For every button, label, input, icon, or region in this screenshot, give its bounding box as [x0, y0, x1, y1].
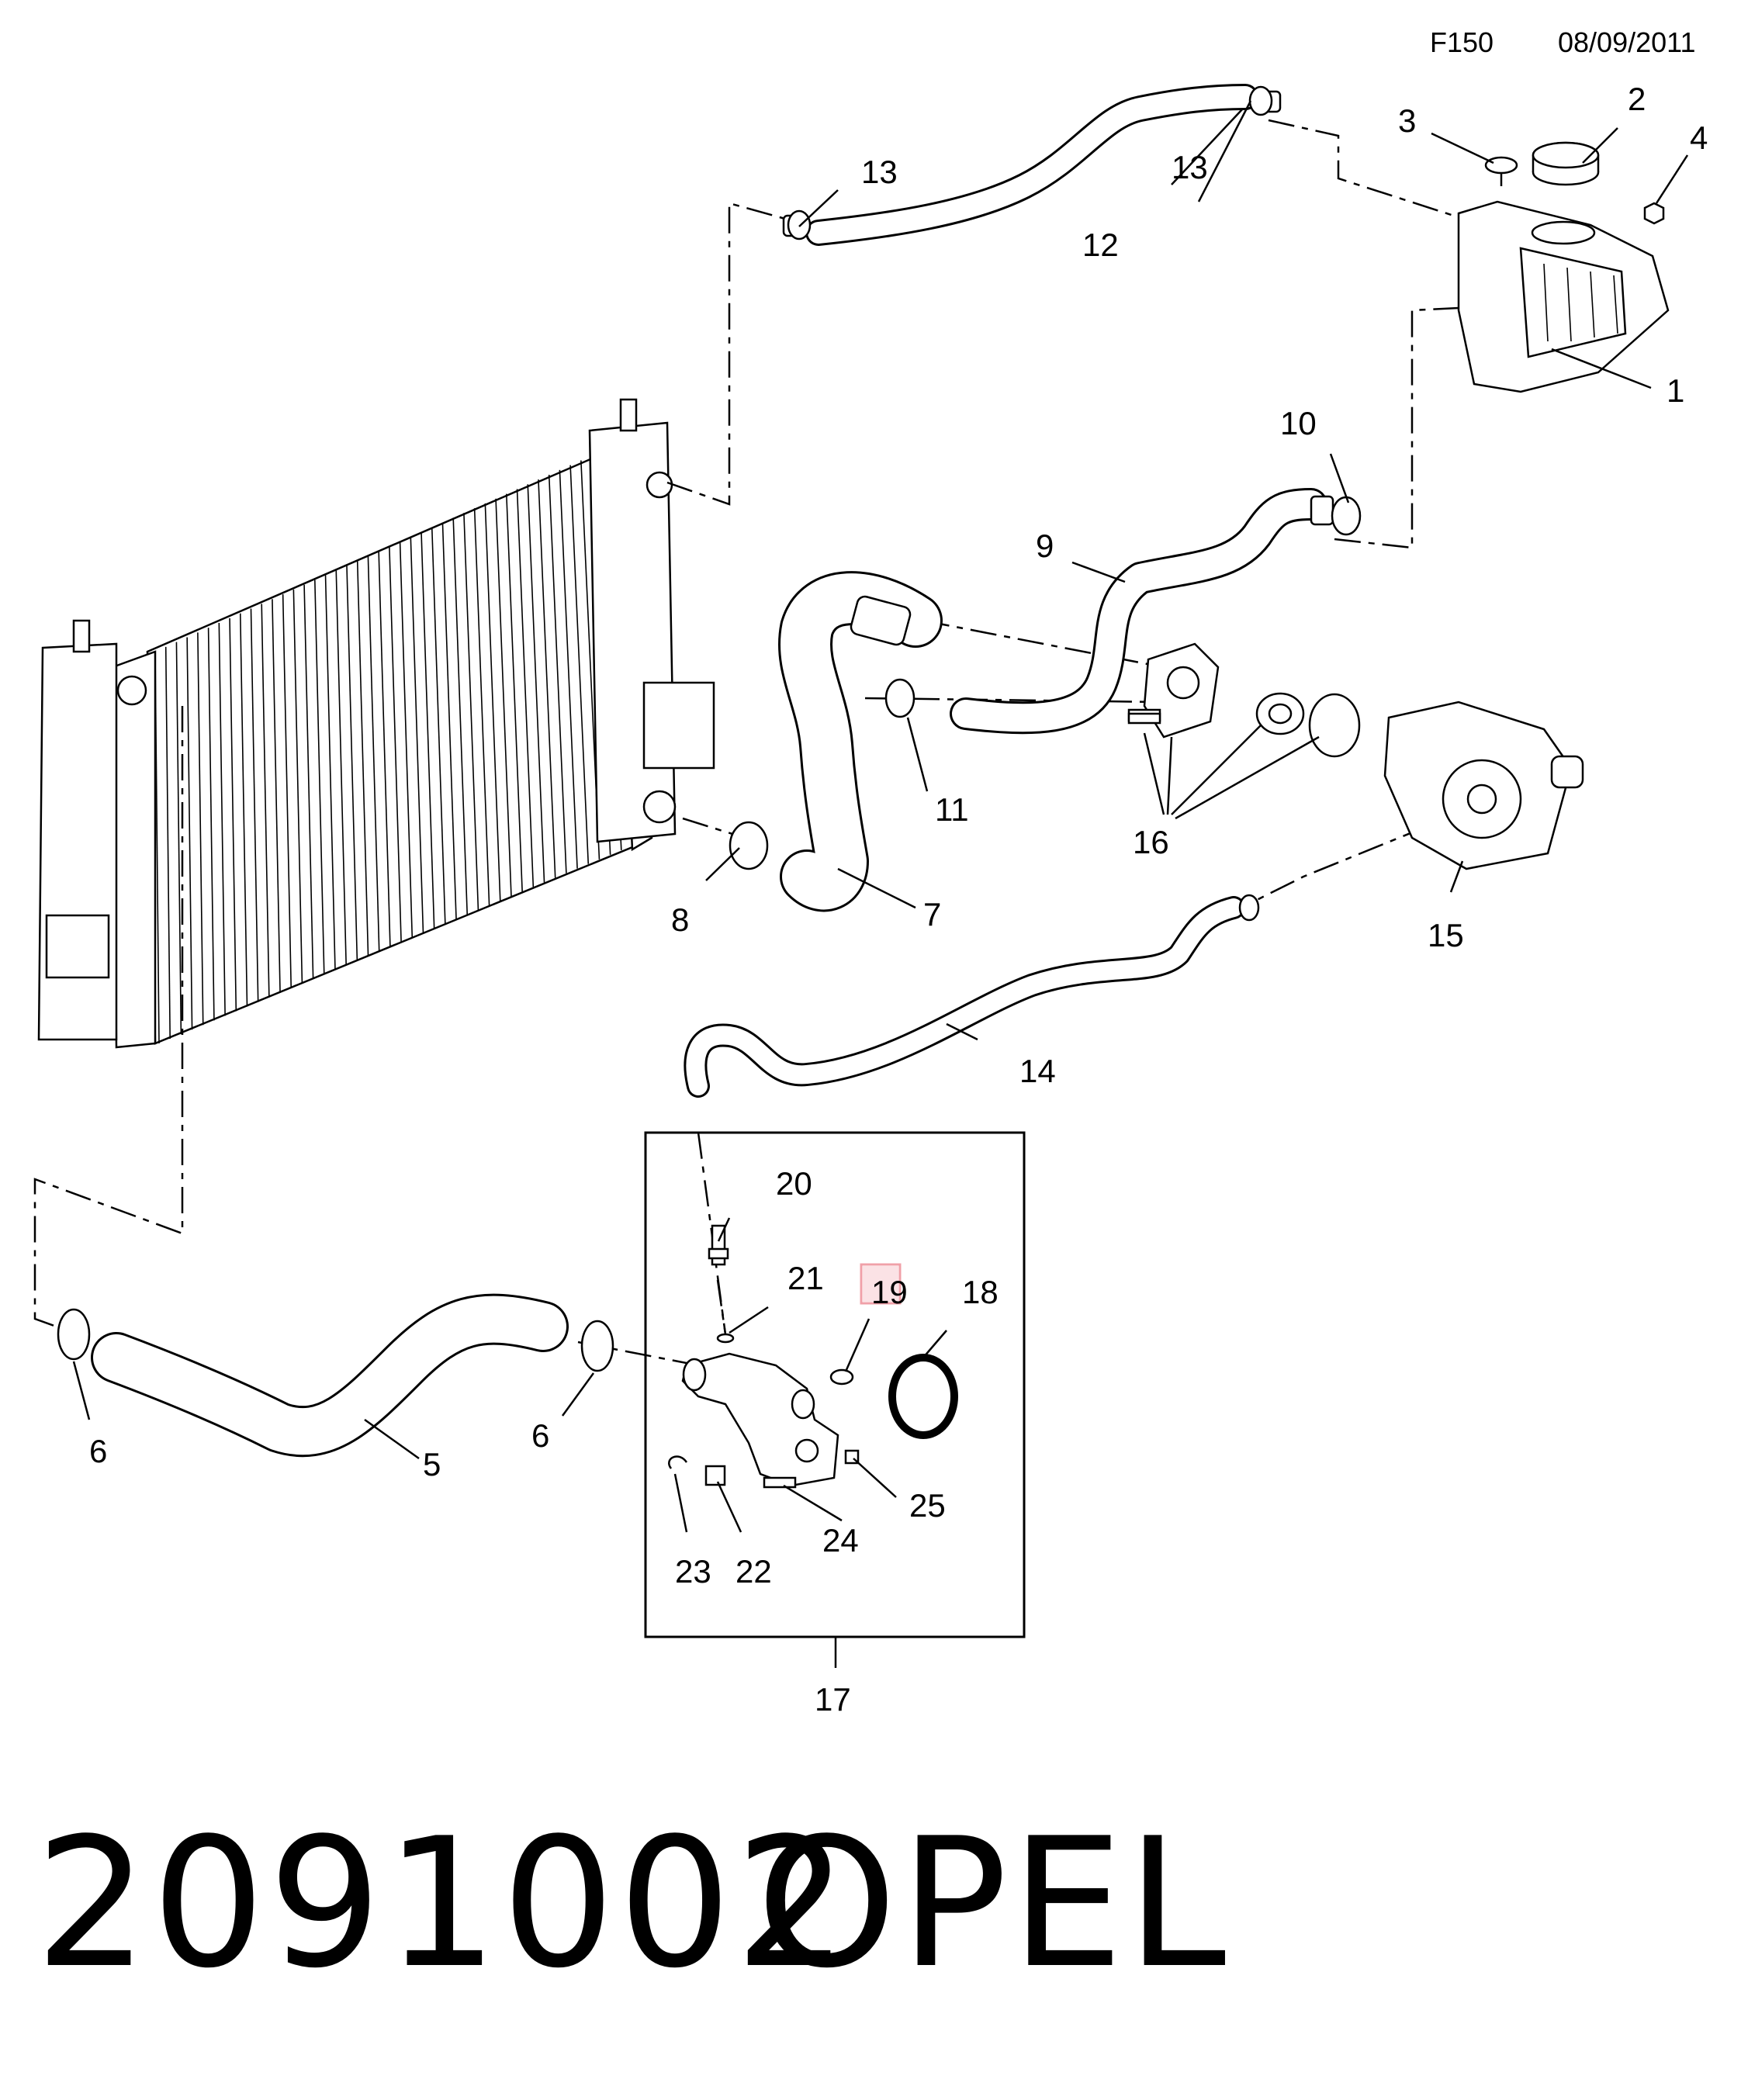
o-ring-21 [716, 1333, 735, 1344]
radiator-fin [441, 522, 457, 919]
callout-7: 7 [923, 896, 941, 932]
leaders [72, 100, 1689, 1533]
radiator-fin [527, 484, 545, 883]
water-pump [1383, 701, 1584, 870]
small-parts [668, 1449, 860, 1489]
radiator-fin [548, 474, 567, 874]
radiator-fin [303, 584, 314, 979]
radiator-fin [175, 642, 182, 1035]
hose-14 [684, 896, 1245, 1098]
radiator-fin [197, 632, 204, 1026]
callout-16: 16 [1133, 824, 1169, 860]
radiator-fin [282, 594, 292, 988]
callout-24: 24 [822, 1522, 859, 1559]
callout-6b: 6 [531, 1417, 549, 1454]
radiator-fin [516, 489, 535, 887]
part-number: 2091002 [35, 1801, 852, 2008]
callout-3: 3 [1398, 102, 1416, 139]
radiator-fin [538, 479, 556, 878]
tank-nut [1643, 202, 1665, 225]
callout-12: 12 [1082, 227, 1119, 263]
radiator-fin [324, 575, 336, 970]
gasket-18 [888, 1354, 958, 1439]
radiator-fin [431, 527, 446, 924]
kit-box [644, 1131, 1026, 1668]
radiator-fin [389, 546, 402, 943]
radiator-fin [356, 560, 369, 957]
sheet-code: F150 [1430, 26, 1494, 58]
callout-9: 9 [1036, 528, 1054, 564]
radiator-fin [314, 579, 325, 975]
callout-13a: 13 [861, 154, 898, 190]
radiator-fin [250, 608, 259, 1002]
brand-name: OPEL [756, 1801, 1230, 2008]
outlet-housing [681, 1352, 839, 1487]
radiator-fin [378, 551, 391, 947]
callout-5: 5 [423, 1446, 441, 1482]
callout-8: 8 [671, 901, 689, 938]
radiator-fin [346, 566, 358, 961]
callout-18: 18 [962, 1274, 999, 1310]
tank-cap [1532, 141, 1600, 186]
sheet-date: 08/09/2011 [1558, 26, 1696, 58]
callout-19: 19 [871, 1274, 908, 1310]
callout-13b: 13 [1172, 149, 1208, 185]
callout-4: 4 [1690, 119, 1708, 156]
hose-5 [91, 1293, 569, 1458]
radiator-fin [207, 628, 215, 1021]
radiator-fin [484, 503, 501, 901]
radiator-fin [505, 493, 523, 892]
bolts-16 [1127, 712, 1161, 725]
radiator-fin [261, 604, 270, 998]
hose-7 [778, 571, 943, 912]
callout-20: 20 [776, 1165, 812, 1202]
callout-23: 23 [675, 1553, 711, 1590]
callout-15: 15 [1428, 917, 1464, 953]
callout-22: 22 [736, 1553, 772, 1590]
radiator-fin [229, 618, 237, 1012]
radiator [37, 398, 715, 1049]
radiator-fin [473, 508, 490, 906]
radiator-fin [569, 465, 590, 864]
callout-labels: 1 2 3 4 5 6 6 7 8 9 10 11 12 13 13 14 15… [89, 81, 1708, 1718]
radiator-fin [218, 623, 226, 1016]
temp-sensor [708, 1224, 729, 1266]
radiator-fin [410, 537, 424, 933]
expansion-tank [1457, 200, 1670, 393]
thermostat [1255, 692, 1361, 758]
radiator-fin [399, 541, 414, 938]
radiator-fin [367, 555, 380, 952]
callout-6a: 6 [89, 1433, 107, 1469]
radiator-fin [495, 498, 512, 897]
callout-17: 17 [815, 1681, 851, 1718]
o-ring-19 [829, 1368, 854, 1386]
radiator-fin [463, 513, 479, 911]
callout-21: 21 [787, 1260, 824, 1296]
callout-11: 11 [935, 791, 969, 828]
callout-10: 10 [1280, 405, 1317, 441]
clamps [57, 85, 1362, 1372]
tank-bleed-screw [1484, 156, 1518, 186]
radiator-fin [164, 646, 171, 1040]
highlight-box [860, 1263, 902, 1305]
callout-25: 25 [909, 1487, 946, 1524]
callout-14: 14 [1019, 1053, 1056, 1089]
radiator-fin [186, 637, 193, 1030]
radiator-fin [421, 531, 435, 929]
radiator-fin [292, 589, 303, 984]
callout-1: 1 [1667, 372, 1684, 409]
radiator-fin [272, 599, 281, 993]
radiator-fin [559, 469, 578, 869]
radiator-fin [335, 570, 347, 966]
callout-2: 2 [1628, 81, 1646, 117]
radiator-fin [452, 517, 469, 915]
radiator-fin [239, 613, 248, 1007]
